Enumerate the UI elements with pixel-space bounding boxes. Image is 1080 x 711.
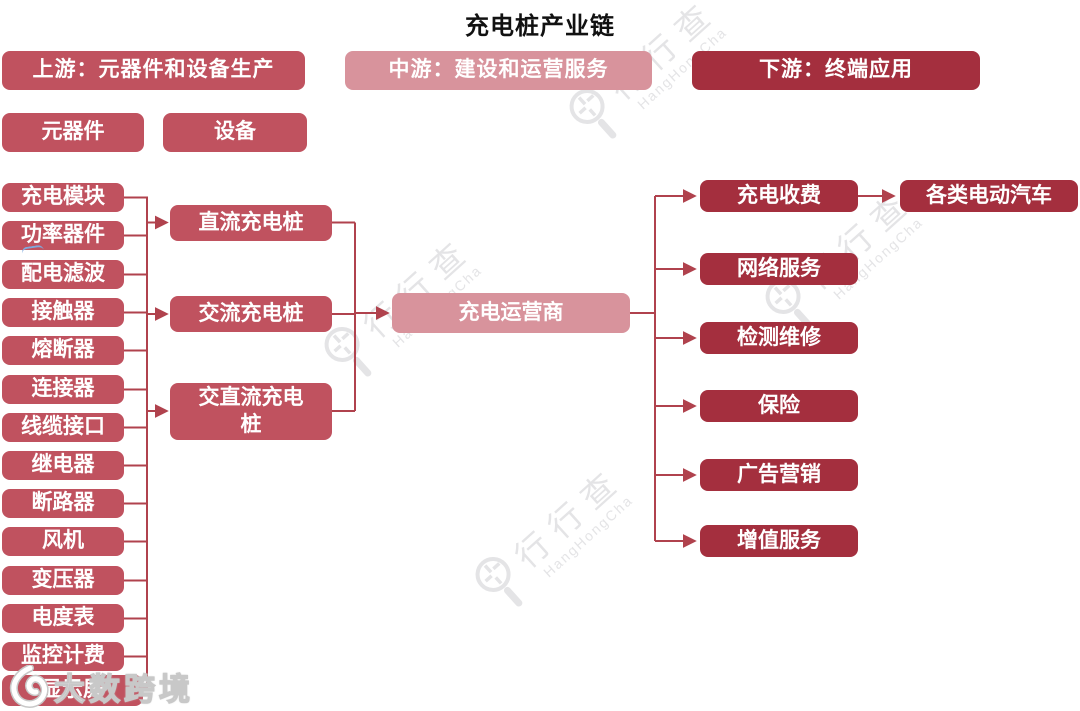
component-box: 功率器件 <box>2 221 124 250</box>
component-box: 风机 <box>2 527 124 556</box>
component-box: 线缆接口 <box>2 413 124 442</box>
component-box: 断路器 <box>2 489 124 518</box>
operator-box: 充电运营商 <box>392 293 630 333</box>
service-box: 保险 <box>700 390 858 422</box>
page-title: 充电桩产业链 <box>465 13 615 40</box>
component-box: 配电滤波 <box>2 260 124 289</box>
category-box-equipment: 设备 <box>163 113 307 152</box>
component-box: 熔断器 <box>2 336 124 365</box>
component-box: 电度表 <box>2 604 124 633</box>
component-box: 监控计费 <box>2 642 124 671</box>
service-box: 增值服务 <box>700 525 858 557</box>
service-box: 网络服务 <box>700 253 858 285</box>
terminal-box: 各类电动汽车 <box>900 180 1078 212</box>
component-box: 显示屏 <box>2 675 143 706</box>
pile-type-box-acdc: 交直流充电桩 <box>170 383 332 440</box>
upstream-header: 上游：元器件和设备生产 <box>2 51 305 90</box>
pile-type-box-ac: 交流充电桩 <box>170 296 332 332</box>
component-box: 连接器 <box>2 375 124 404</box>
service-box: 检测维修 <box>700 322 858 354</box>
midstream-header: 中游：建设和运营服务 <box>345 51 652 90</box>
service-box: 广告营销 <box>700 459 858 491</box>
service-box: 充电收费 <box>700 180 858 212</box>
component-box: 变压器 <box>2 566 124 595</box>
component-box: 接触器 <box>2 298 124 327</box>
component-box: 继电器 <box>2 451 124 480</box>
component-box: 充电模块 <box>2 183 124 212</box>
pile-type-box-dc: 直流充电桩 <box>170 205 332 241</box>
category-box-components: 元器件 <box>2 113 144 152</box>
downstream-header: 下游：终端应用 <box>692 51 980 90</box>
